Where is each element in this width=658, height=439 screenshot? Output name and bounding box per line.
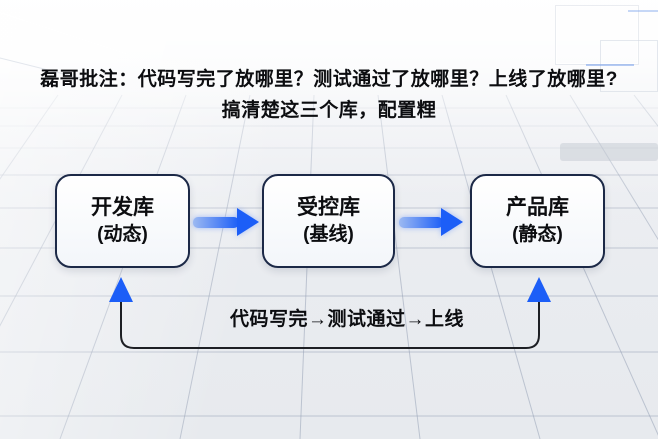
node-subtitle: (基线) [303, 224, 354, 245]
node-subtitle: (动态) [97, 224, 148, 245]
node-product-repo: 产品库 (静态) [470, 174, 605, 268]
annotation-line-1: 磊哥批注：代码写完了放哪里？测试通过了放哪里？上线了放哪里? [40, 69, 618, 90]
feedback-line [120, 298, 540, 349]
node-title: 受控库 [297, 196, 360, 219]
annotation: 磊哥批注：代码写完了放哪里？测试通过了放哪里？上线了放哪里? 搞清楚这三个库，配… [0, 64, 658, 126]
arrow-shaft [399, 217, 443, 228]
arrow-shaft [193, 217, 239, 228]
node-title: 开发库 [91, 196, 154, 219]
up-arrow-icon [527, 277, 551, 302]
feedback-label: 代码写完→测试通过→上线 [229, 309, 465, 330]
node-title: 产品库 [506, 196, 569, 219]
up-arrow-icon [109, 277, 133, 302]
annotation-line-2: 搞清楚这三个库，配置粴 [221, 100, 437, 121]
right-arrow-icon [441, 208, 463, 236]
node-controlled-repo: 受控库 (基线) [262, 174, 395, 268]
right-arrow-icon [237, 208, 259, 236]
node-dev-repo: 开发库 (动态) [55, 174, 190, 268]
node-subtitle: (静态) [512, 224, 563, 245]
